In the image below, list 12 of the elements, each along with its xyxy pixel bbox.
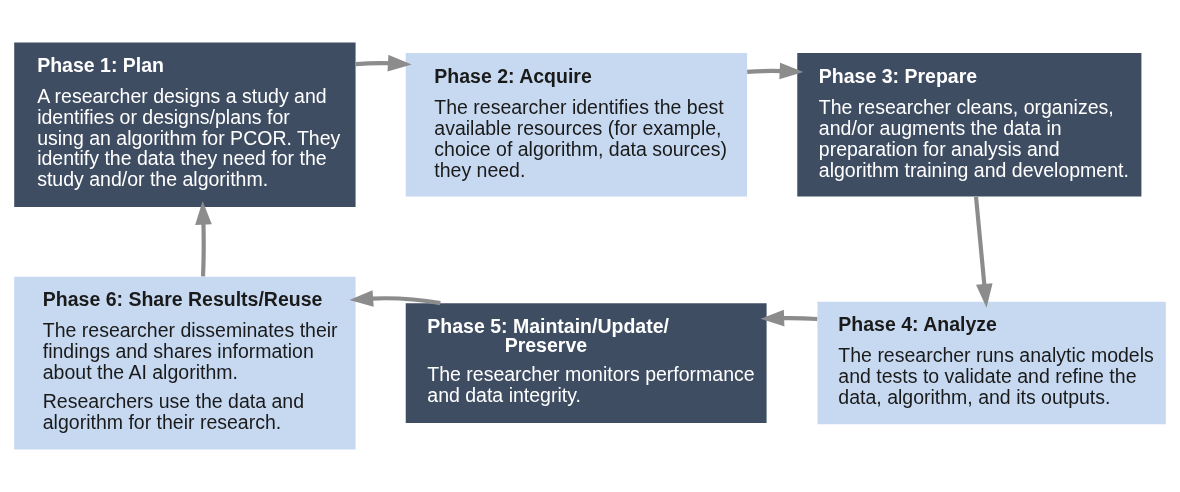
node-box: Phase 6: Share Results/Reuse The researcher disseminates their findings and shares information about the AI algorithm. Researchers use the data and algorithm for their research.	[14, 276, 356, 450]
arrow	[747, 62, 804, 80]
arrow	[349, 290, 441, 307]
arrow	[355, 54, 412, 72]
node-box: Phase 5: Maintain/Update/ Preserve The researcher monitors performance and data integrity.	[405, 303, 767, 423]
node-box: Phase 2: Acquire The researcher identifies the best available resources (for example, choice of algorithm, data sources) they need.	[405, 53, 748, 197]
arrow	[195, 200, 212, 277]
node-box: Phase 3: Prepare The researcher cleans, organizes, and/or augments the data in preparation for analysis and algorithm training and development.	[797, 53, 1142, 197]
node-box: Phase 4: Analyze The researcher runs analytic models and tests to validate and refine the data, algorithm, and its outputs.	[817, 301, 1166, 425]
arrow	[973, 196, 993, 308]
node-box: Phase 1: Plan A researcher designs a study and identifies or designs/plans for using an algorithm for PCOR. They identify the data they need for the study and/or the algorithm.	[14, 42, 356, 207]
arrow	[760, 309, 818, 327]
